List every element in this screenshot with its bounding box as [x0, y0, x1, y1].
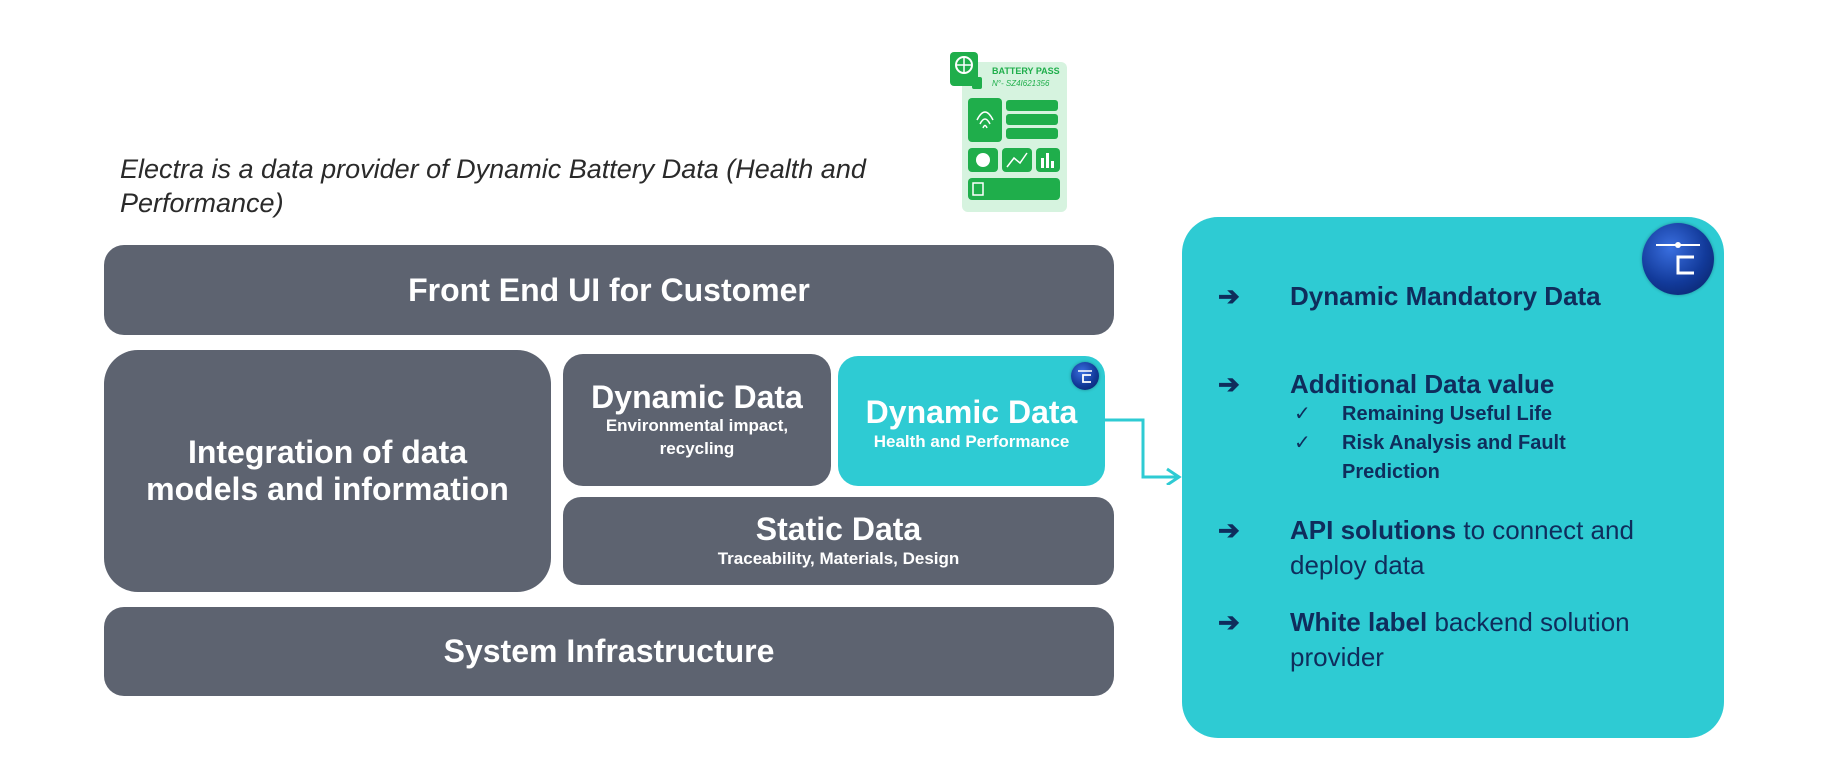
front-end-ui-label: Front End UI for Customer	[408, 271, 810, 308]
bullet-white-label: ➔ White label backend solution provider	[1218, 605, 1694, 675]
value-proposition-panel: ➔ Dynamic Mandatory Data ➔ Additional Da…	[1182, 217, 1724, 738]
static-data-title: Static Data	[755, 511, 922, 548]
bullet-dynamic-mandatory-data: ➔ Dynamic Mandatory Data	[1218, 279, 1694, 314]
fingerprint-icon	[968, 98, 1002, 142]
arrow-icon: ➔	[1218, 607, 1240, 637]
bullet-rest-text: backend solution provider	[1290, 607, 1630, 672]
bullet-additional-data-value: ➔ Additional Data value	[1218, 367, 1694, 402]
integration-label: Integration of data models and informati…	[146, 434, 509, 507]
bullet-bold-text: Additional Data value	[1290, 369, 1555, 399]
connector-arrow	[1105, 418, 1182, 485]
intro-text: Electra is a data provider of Dynamic Ba…	[120, 154, 866, 218]
battery-pass-illustration: BATTERY PASS N°- SZ4I621356	[950, 50, 1080, 215]
dynamic-data-health-subtitle: Health and Performance	[873, 431, 1070, 451]
arrow-icon: ➔	[1218, 369, 1240, 399]
front-end-ui-block: Front End UI for Customer	[104, 245, 1114, 335]
check-icon: ✓	[1294, 403, 1311, 425]
bullet-bold-text: Dynamic Mandatory Data	[1290, 281, 1601, 311]
bullet-rest-text: to connect and deploy data	[1290, 515, 1634, 580]
electra-logo-icon	[1071, 362, 1099, 390]
check-icon: ✓	[1294, 432, 1311, 454]
electra-logo-icon	[1642, 223, 1714, 295]
bullet-api-solutions: ➔ API solutions to connect and deploy da…	[1218, 513, 1694, 583]
system-infrastructure-block: System Infrastructure	[104, 607, 1114, 696]
arrow-icon: ➔	[1218, 515, 1240, 545]
bullet-bold-text: White label	[1290, 607, 1428, 637]
static-data-subtitle: Traceability, Materials, Design	[717, 548, 960, 568]
document-icon	[968, 178, 1060, 200]
static-data-block: Static Data Traceability, Materials, Des…	[563, 497, 1114, 585]
svg-text:BATTERY PASS: BATTERY PASS	[992, 66, 1060, 76]
subitem-text: Risk Analysis and Fault Prediction	[1342, 432, 1566, 483]
dynamic-data-health-block: Dynamic Data Health and Performance	[838, 356, 1105, 486]
battery-pass-icon: BATTERY PASS N°- SZ4I621356	[950, 52, 1067, 212]
subitem-risk-analysis: ✓ Risk Analysis and Fault Prediction	[1294, 429, 1632, 487]
dynamic-data-environmental-subtitle: Environmental impact, recycling	[605, 416, 789, 459]
subitem-text: Remaining Useful Life	[1342, 403, 1553, 425]
dynamic-data-environmental-block: Dynamic Data Environmental impact, recyc…	[563, 354, 831, 486]
arrow-icon: ➔	[1218, 281, 1240, 311]
system-infrastructure-label: System Infrastructure	[443, 633, 775, 670]
bullet-bold-text: API solutions	[1290, 515, 1457, 545]
dynamic-data-health-title: Dynamic Data	[865, 394, 1078, 431]
svg-text:N°- SZ4I621356: N°- SZ4I621356	[992, 79, 1050, 88]
subitem-remaining-useful-life: ✓ Remaining Useful Life	[1294, 400, 1553, 429]
dynamic-data-environmental-title: Dynamic Data	[591, 378, 803, 415]
integration-block: Integration of data models and informati…	[104, 350, 551, 592]
